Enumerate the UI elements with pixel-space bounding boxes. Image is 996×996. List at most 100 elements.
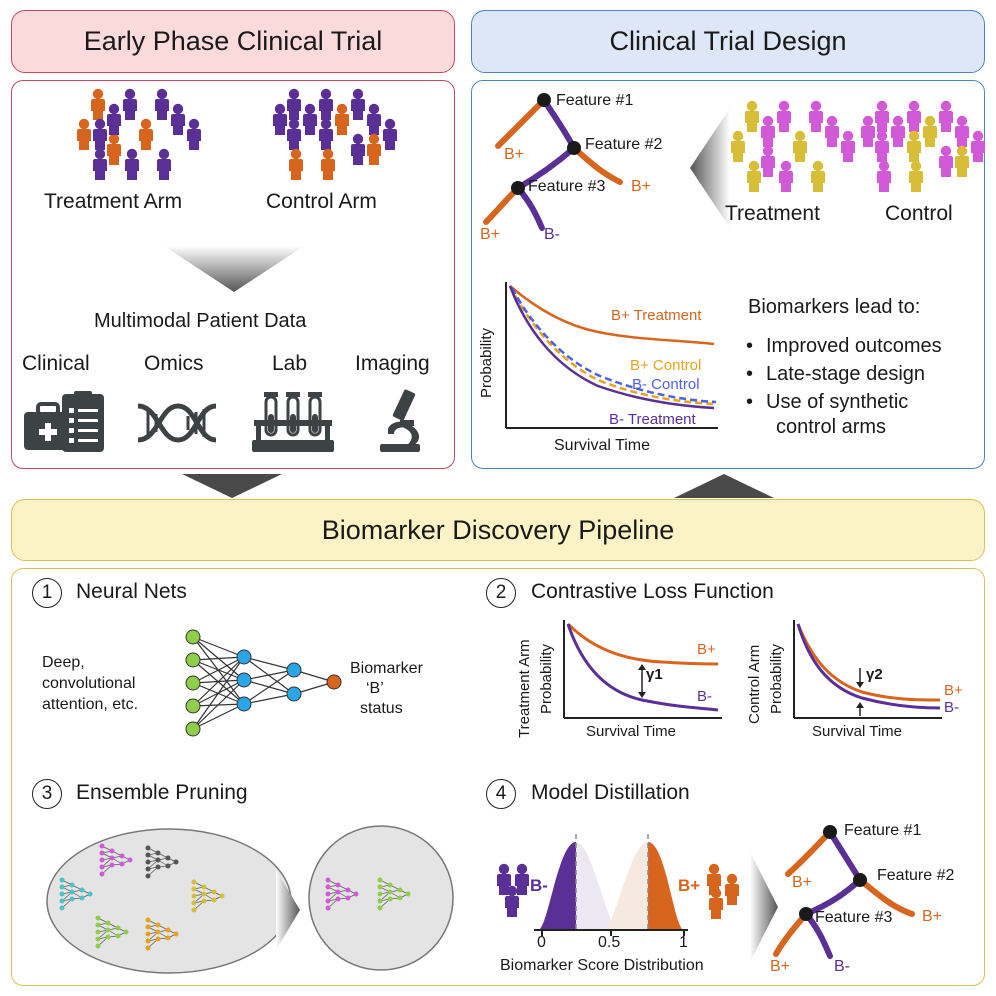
clinical-kit-icon bbox=[24, 391, 104, 452]
down-arrow-icon bbox=[164, 246, 304, 292]
design-treatment-label: Treatment bbox=[725, 202, 820, 225]
early-phase-title: Early Phase Clinical Trial bbox=[83, 26, 383, 56]
trial-design-header: Clinical Trial Design bbox=[471, 10, 985, 73]
contrastive-ctrl-prob: Probability bbox=[768, 643, 785, 714]
step-4-title: Model Distillation bbox=[531, 781, 690, 804]
distill-xlabel: Biomarker Score Distribution bbox=[500, 957, 704, 974]
modality-imaging: Imaging bbox=[355, 352, 430, 375]
ensemble-full-ellipse bbox=[46, 828, 292, 974]
microscope-icon bbox=[380, 389, 420, 452]
trial-design-title: Clinical Trial Design bbox=[609, 26, 847, 56]
early-phase-header: Early Phase Clinical Trial bbox=[11, 10, 455, 73]
gamma-2-label: γ2 bbox=[866, 666, 883, 683]
contrastive-treat-bminus: B- bbox=[697, 688, 712, 705]
distill-tick-05: 0.5 bbox=[598, 934, 621, 951]
down-triangle-icon bbox=[182, 474, 282, 498]
survival-ylabel: Probability bbox=[478, 327, 495, 398]
decision-tree-bottom bbox=[773, 825, 915, 959]
bullet-improved-outcomes: Improved outcomes bbox=[744, 332, 942, 360]
step-3-title: Ensemble Pruning bbox=[76, 781, 248, 804]
modality-clinical: Clinical bbox=[22, 352, 90, 375]
step-1-title: Neural Nets bbox=[76, 580, 187, 603]
contrastive-treatment-chart bbox=[563, 620, 722, 719]
right-chevron-icon bbox=[276, 870, 300, 950]
bottom-tree-bminus: B- bbox=[834, 958, 850, 975]
bottom-tree-bplus-1: B+ bbox=[792, 874, 813, 891]
tree-bminus: B- bbox=[544, 226, 560, 243]
tree-node-2 bbox=[567, 141, 581, 155]
biomarkers-bullets: Improved outcomes Late-stage design Use … bbox=[744, 332, 942, 416]
distill-tick-0: 0 bbox=[537, 934, 546, 951]
contrastive-ctrl-ylabel: Control Arm bbox=[746, 644, 763, 724]
pipeline-title: Biomarker Discovery Pipeline bbox=[321, 514, 675, 545]
bottom-tree-feature-2: Feature #2 bbox=[877, 867, 955, 884]
contrastive-ctrl-bminus: B- bbox=[944, 699, 959, 716]
tree-feature-2: Feature #2 bbox=[585, 136, 663, 153]
tree-bplus-1: B+ bbox=[504, 146, 525, 163]
neural-net-icon bbox=[185, 629, 342, 737]
step-3-number: 3 bbox=[32, 779, 62, 809]
curve-label-bminus-control: B- Control bbox=[632, 376, 700, 393]
survival-xlabel: Survival Time bbox=[554, 437, 651, 454]
tree-feature-1: Feature #1 bbox=[556, 92, 634, 109]
bottom-tree-bplus-3: B+ bbox=[770, 958, 791, 975]
dna-icon bbox=[137, 403, 217, 443]
distill-bplus-people-icon bbox=[707, 863, 739, 919]
step-2-number: 2 bbox=[486, 578, 516, 608]
treatment-arm-people-icon bbox=[77, 88, 201, 180]
bottom-tree-node-1 bbox=[823, 825, 837, 839]
multimodal-label: Multimodal Patient Data bbox=[94, 310, 307, 332]
design-control-people-icon bbox=[861, 100, 985, 192]
bottom-tree-node-2 bbox=[853, 873, 867, 887]
score-distribution-chart bbox=[534, 834, 688, 936]
tree-node-3 bbox=[511, 181, 525, 195]
distill-right-chevron-icon bbox=[750, 852, 778, 962]
contrastive-control-chart bbox=[793, 620, 942, 719]
gamma-1-label: γ1 bbox=[646, 666, 663, 683]
nn-input-line-2: convolutional bbox=[42, 675, 136, 692]
test-tubes-icon bbox=[252, 392, 334, 452]
nn-output-line-3: status bbox=[360, 700, 403, 717]
modality-lab: Lab bbox=[272, 352, 308, 375]
step-4-number: 4 bbox=[486, 779, 516, 809]
contrastive-treat-xlabel: Survival Time bbox=[586, 723, 677, 740]
distill-tick-1: 1 bbox=[679, 934, 688, 951]
curve-label-bminus-treatment: B- Treatment bbox=[609, 411, 696, 428]
distill-bplus-label: B+ bbox=[678, 876, 701, 895]
contrastive-treat-bplus: B+ bbox=[697, 641, 716, 658]
left-chevron-icon bbox=[690, 108, 730, 228]
biomarkers-title: Biomarkers lead to: bbox=[748, 296, 921, 318]
nn-input-line-3: attention, etc. bbox=[42, 696, 139, 713]
design-control-label: Control bbox=[885, 202, 953, 225]
decision-tree-top bbox=[483, 93, 623, 231]
tree-bplus-3: B+ bbox=[480, 226, 501, 243]
bottom-tree-feature-1: Feature #1 bbox=[844, 822, 922, 839]
step-2-title: Contrastive Loss Function bbox=[531, 580, 774, 603]
bullet-synthetic: Use of synthetic bbox=[744, 388, 942, 416]
nn-input-line-1: Deep, bbox=[42, 654, 85, 671]
tree-bplus-2: B+ bbox=[631, 178, 652, 195]
contrastive-ctrl-bplus: B+ bbox=[944, 682, 963, 699]
bullet-synthetic-cont: control arms bbox=[776, 416, 887, 438]
design-treatment-people-icon bbox=[731, 100, 855, 192]
control-arm-people-icon bbox=[273, 88, 397, 180]
modality-omics: Omics bbox=[144, 352, 204, 375]
curve-label-bplus-treatment: B+ Treatment bbox=[611, 307, 702, 324]
step-1-number: 1 bbox=[32, 578, 62, 608]
tree-feature-3: Feature #3 bbox=[528, 178, 606, 195]
bottom-tree-node-3 bbox=[799, 907, 813, 921]
bottom-tree-bplus-2: B+ bbox=[922, 908, 943, 925]
ensemble-pruned-ellipse bbox=[308, 825, 454, 971]
survival-chart bbox=[505, 282, 718, 429]
contrastive-ctrl-xlabel: Survival Time bbox=[812, 723, 903, 740]
distill-bminus-label: B- bbox=[530, 876, 548, 895]
tree-node-1 bbox=[537, 93, 551, 107]
treatment-arm-label: Treatment Arm bbox=[44, 190, 183, 213]
nn-output-line-2: ‘B’ bbox=[366, 680, 384, 697]
bullet-late-stage: Late-stage design bbox=[744, 360, 942, 388]
contrastive-treat-ylabel: Treatment Arm bbox=[516, 639, 533, 738]
pipeline-header: Biomarker Discovery Pipeline bbox=[11, 499, 985, 561]
up-triangle-icon bbox=[674, 474, 774, 498]
bottom-tree-feature-3: Feature #3 bbox=[815, 909, 893, 926]
control-arm-label: Control Arm bbox=[266, 190, 377, 213]
